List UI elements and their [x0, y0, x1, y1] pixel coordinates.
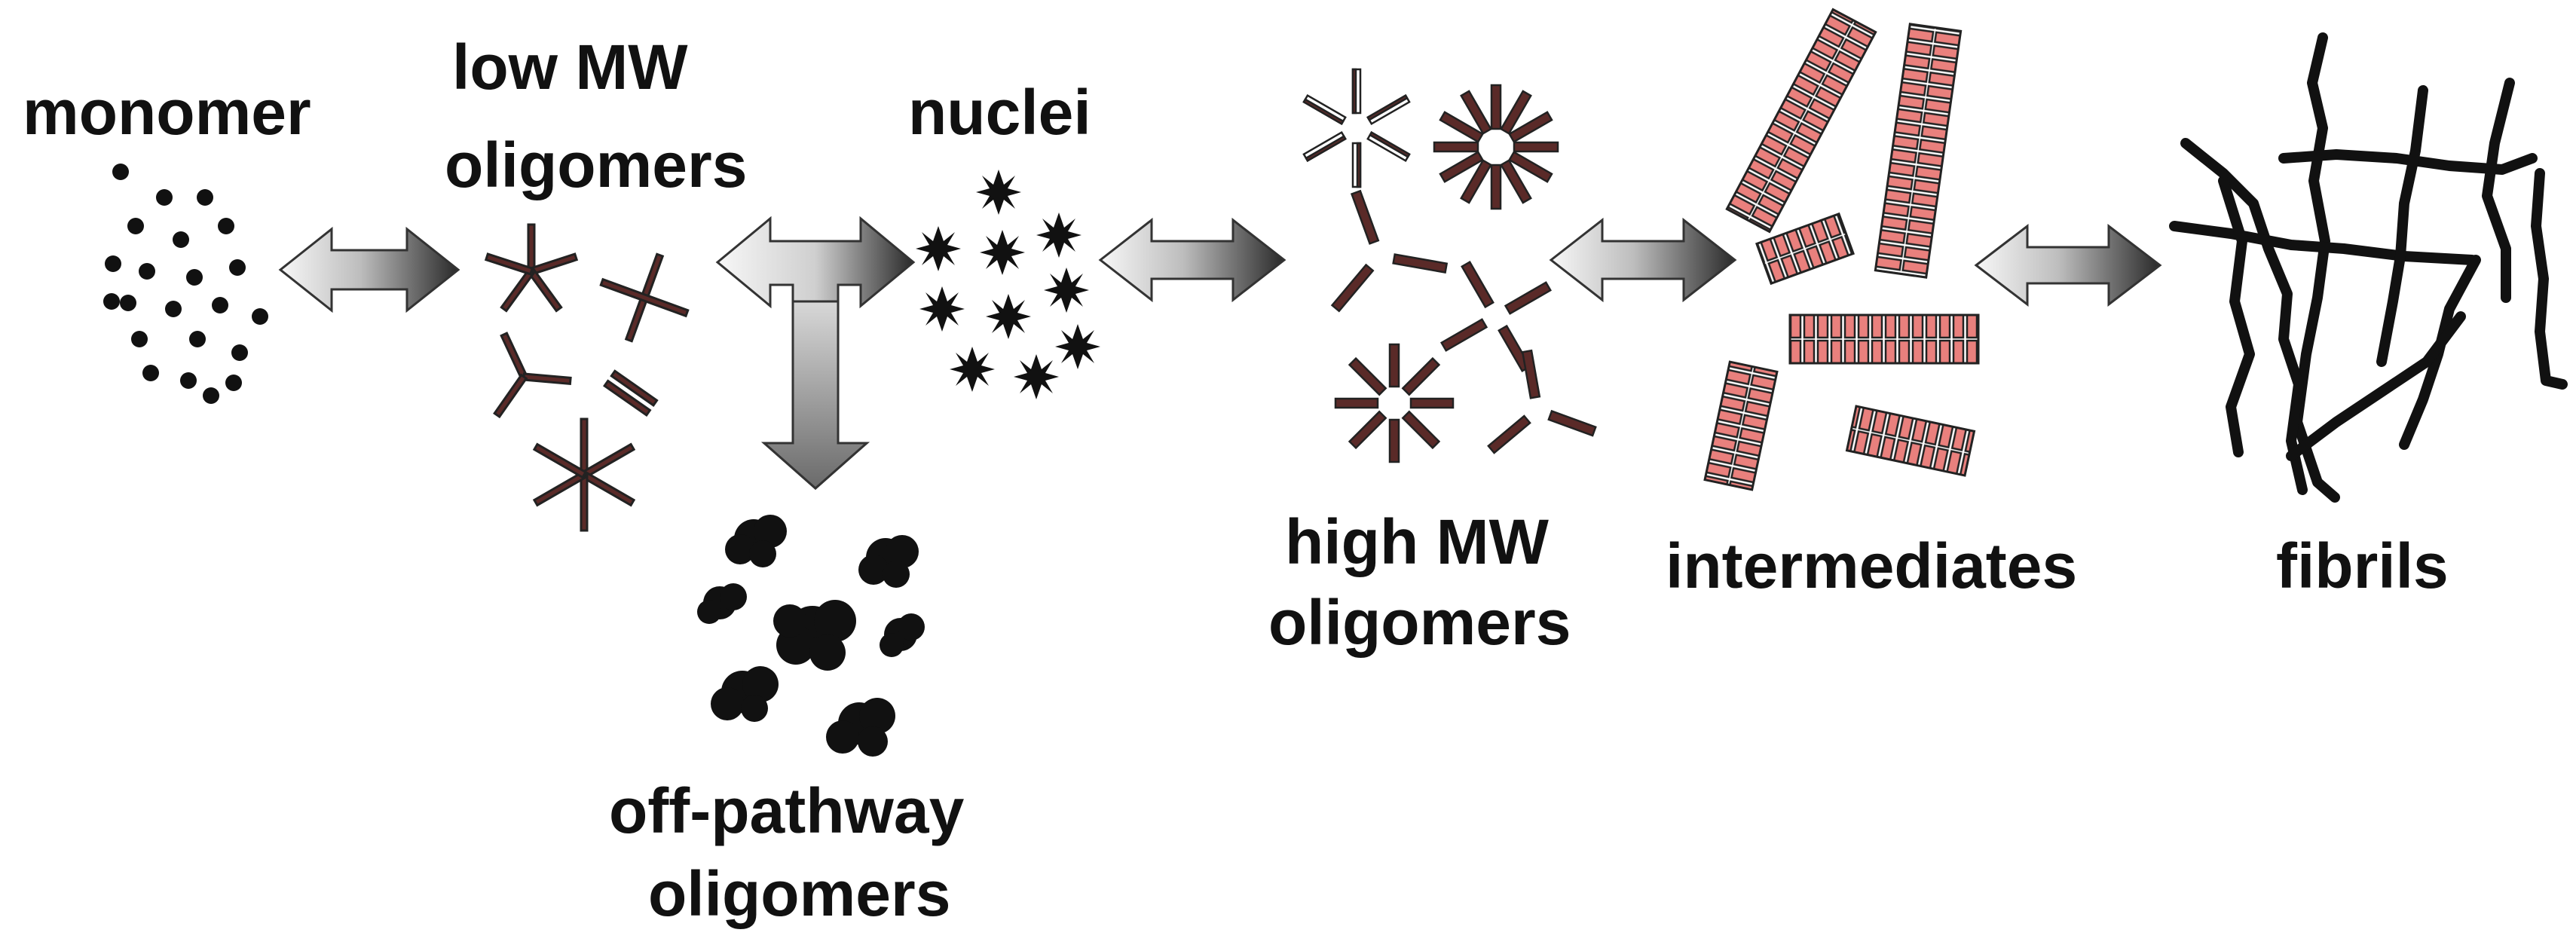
off-pathway-blobs	[697, 515, 925, 757]
label-nuclei: nuclei	[908, 77, 1091, 148]
label-high-mw-line1: high MW	[1285, 506, 1550, 577]
label-fibrils: fibrils	[2276, 531, 2449, 601]
arrow-nuclei-highmw	[1098, 217, 1286, 303]
arrow-branch-off-pathway	[715, 216, 916, 491]
label-off-pathway-line1: off-pathway	[609, 775, 965, 846]
intermediates-rods	[1703, 8, 1980, 491]
arrow-monomer-lowmw	[278, 226, 460, 313]
label-intermediates: intermediates	[1666, 531, 2077, 601]
label-low-mw-line1: low MW	[452, 32, 688, 102]
label-monomer: monomer	[23, 77, 311, 148]
high-mw-oligomers	[1302, 68, 1597, 463]
monomer-dots	[103, 164, 268, 404]
arrow-intermediates-fibrils	[1974, 223, 2162, 307]
low-mw-oligomers	[484, 223, 690, 532]
label-off-pathway-line2: oligomers	[648, 858, 950, 929]
fibrils-strands	[2169, 32, 2568, 503]
nuclei-stars	[916, 170, 1100, 399]
arrow-highmw-intermediates	[1549, 217, 1737, 303]
label-high-mw-line2: oligomers	[1268, 587, 1571, 658]
label-low-mw-line2: oligomers	[445, 130, 747, 200]
